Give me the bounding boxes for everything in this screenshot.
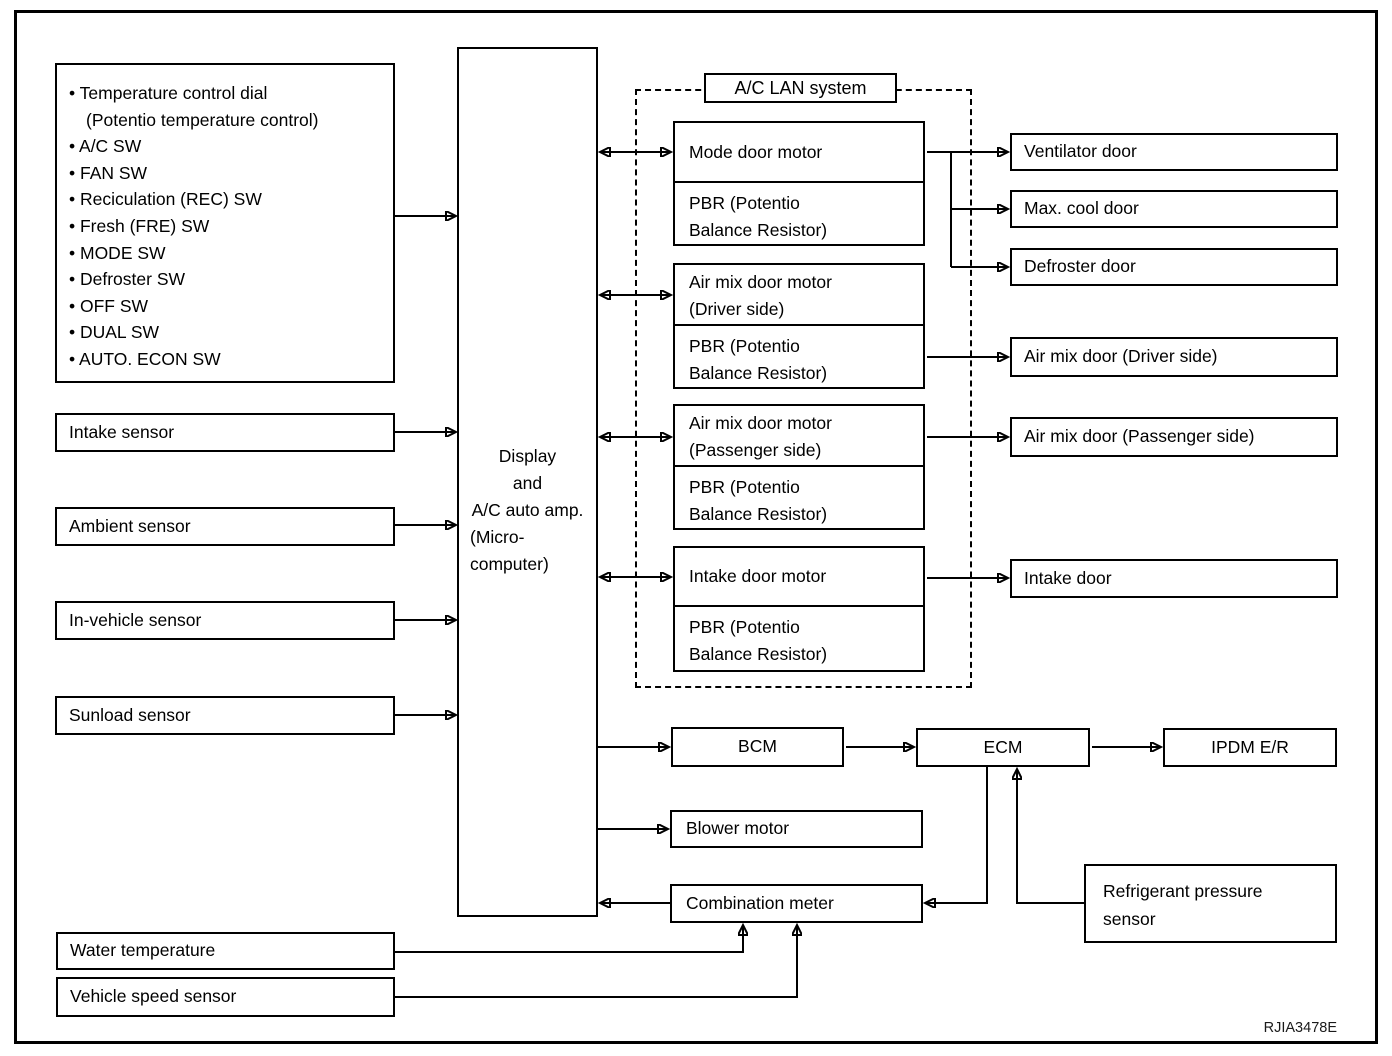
mode-door-motor-label: Mode door motor (689, 141, 823, 162)
control-item: • Fresh (FRE) SW (69, 215, 210, 236)
intake-door-label: Intake door (1024, 567, 1112, 588)
air-mix-door-motor-passenger-label-line: Air mix door motor (689, 413, 832, 433)
refrigerant-pressure-sensor-box: Refrigerant pressure sensor (1084, 864, 1337, 943)
air-mix-door-motor-passenger-label-line: (Passenger side) (689, 440, 822, 460)
combination-meter-label: Combination meter (686, 892, 834, 913)
ecm-box: ECM (916, 728, 1090, 767)
refrigerant-pressure-sensor-label-line: Refrigerant pressure (1103, 881, 1263, 901)
pbr-label-line: PBR (Potentio (689, 193, 800, 213)
control-item: • MODE SW (69, 242, 166, 263)
control-item: • A/C SW (69, 136, 142, 157)
pbr-label-line: Balance Resistor) (689, 363, 828, 383)
air-mix-passenger-pbr-box: PBR (Potentio Balance Resistor) (675, 467, 923, 528)
intake-door-motor-stack: Intake door motor PBR (Potentio Balance … (673, 546, 925, 672)
ecm-label: ECM (983, 736, 1023, 757)
bcm-box: BCM (671, 727, 844, 767)
ambient-sensor-label: Ambient sensor (69, 515, 191, 536)
defroster-door-box: Defroster door (1010, 248, 1338, 286)
mode-door-motor-box: Mode door motor (675, 123, 923, 183)
ac-lan-system-title: A/C LAN system (734, 78, 867, 98)
blower-motor-label: Blower motor (686, 818, 790, 839)
display-ac-auto-amp-box: Display and A/C auto amp. (Micro- comput… (457, 47, 598, 917)
air-mix-door-motor-driver-stack: Air mix door motor (Driver side) PBR (Po… (673, 263, 925, 389)
mode-door-motor-stack: Mode door motor PBR (Potentio Balance Re… (673, 121, 925, 246)
water-temperature-label: Water temperature (70, 940, 216, 961)
air-mix-door-passenger-label: Air mix door (Passenger side) (1024, 426, 1255, 447)
pbr-label-line: Balance Resistor) (689, 644, 828, 664)
max-cool-door-label: Max. cool door (1024, 198, 1139, 219)
diagram-outer-frame (14, 10, 1378, 1044)
air-mix-door-passenger-box: Air mix door (Passenger side) (1010, 417, 1338, 457)
controls-panel-box: • Temperature control dial (Potentio tem… (55, 63, 395, 383)
figure-reference-code: RJIA3478E (1263, 1020, 1337, 1036)
defroster-door-label: Defroster door (1024, 256, 1136, 277)
display-label-line: A/C auto amp. (471, 500, 584, 520)
control-item: • AUTO. ECON SW (69, 348, 221, 369)
pbr-label-line: Balance Resistor) (689, 220, 828, 240)
vehicle-speed-sensor-box: Vehicle speed sensor (56, 977, 395, 1017)
in-vehicle-sensor-box: In-vehicle sensor (55, 601, 395, 640)
intake-sensor-label: Intake sensor (69, 421, 175, 442)
display-label-line: (Micro- (470, 527, 525, 547)
vehicle-speed-sensor-label: Vehicle speed sensor (70, 986, 237, 1007)
control-item: • Defroster SW (69, 269, 186, 290)
control-item: • OFF SW (69, 295, 149, 316)
display-ac-auto-amp-label: Display and A/C auto amp. (Micro- comput… (459, 443, 596, 578)
control-item: • DUAL SW (69, 322, 160, 343)
air-mix-door-motor-passenger-box: Air mix door motor (Passenger side) (675, 406, 923, 467)
ambient-sensor-box: Ambient sensor (55, 507, 395, 546)
intake-door-box: Intake door (1010, 559, 1338, 598)
ipdm-er-box: IPDM E/R (1163, 728, 1337, 767)
air-mix-door-driver-label: Air mix door (Driver side) (1024, 346, 1218, 367)
intake-door-motor-box: Intake door motor (675, 548, 923, 607)
air-mix-door-driver-box: Air mix door (Driver side) (1010, 337, 1338, 377)
air-mix-door-motor-driver-label-line: (Driver side) (689, 299, 785, 319)
air-mix-door-motor-driver-label-line: Air mix door motor (689, 272, 832, 292)
intake-door-pbr-box: PBR (Potentio Balance Resistor) (675, 607, 923, 668)
display-label-line: Display (498, 446, 557, 466)
air-mix-door-motor-driver-box: Air mix door motor (Driver side) (675, 265, 923, 326)
pbr-label-line: Balance Resistor) (689, 504, 828, 524)
display-label-line: and (512, 473, 543, 493)
blower-motor-box: Blower motor (670, 810, 923, 848)
ipdm-er-label: IPDM E/R (1211, 736, 1289, 757)
in-vehicle-sensor-label: In-vehicle sensor (69, 609, 202, 630)
bcm-label: BCM (738, 736, 777, 757)
water-temperature-box: Water temperature (56, 932, 395, 970)
ventilator-door-box: Ventilator door (1010, 133, 1338, 171)
pbr-label-line: PBR (Potentio (689, 617, 800, 637)
intake-door-motor-label: Intake door motor (689, 566, 827, 586)
max-cool-door-box: Max. cool door (1010, 190, 1338, 228)
mode-door-pbr-box: PBR (Potentio Balance Resistor) (675, 183, 923, 244)
air-mix-driver-pbr-box: PBR (Potentio Balance Resistor) (675, 326, 923, 387)
ac-lan-system-title-box: A/C LAN system (704, 73, 897, 103)
control-item: • Temperature control dial (69, 83, 268, 103)
display-label-line: computer) (470, 554, 549, 574)
control-item: • FAN SW (69, 162, 148, 183)
pbr-label-line: PBR (Potentio (689, 336, 800, 356)
control-item: • Reciculation (REC) SW (69, 189, 262, 210)
control-item-continuation: (Potentio temperature control) (86, 109, 319, 130)
sunload-sensor-box: Sunload sensor (55, 696, 395, 735)
air-mix-door-motor-passenger-stack: Air mix door motor (Passenger side) PBR … (673, 404, 925, 530)
combination-meter-box: Combination meter (670, 884, 923, 923)
pbr-label-line: PBR (Potentio (689, 477, 800, 497)
intake-sensor-box: Intake sensor (55, 413, 395, 452)
ventilator-door-label: Ventilator door (1024, 141, 1137, 162)
sunload-sensor-label: Sunload sensor (69, 704, 191, 725)
refrigerant-pressure-sensor-label-line: sensor (1103, 909, 1156, 929)
